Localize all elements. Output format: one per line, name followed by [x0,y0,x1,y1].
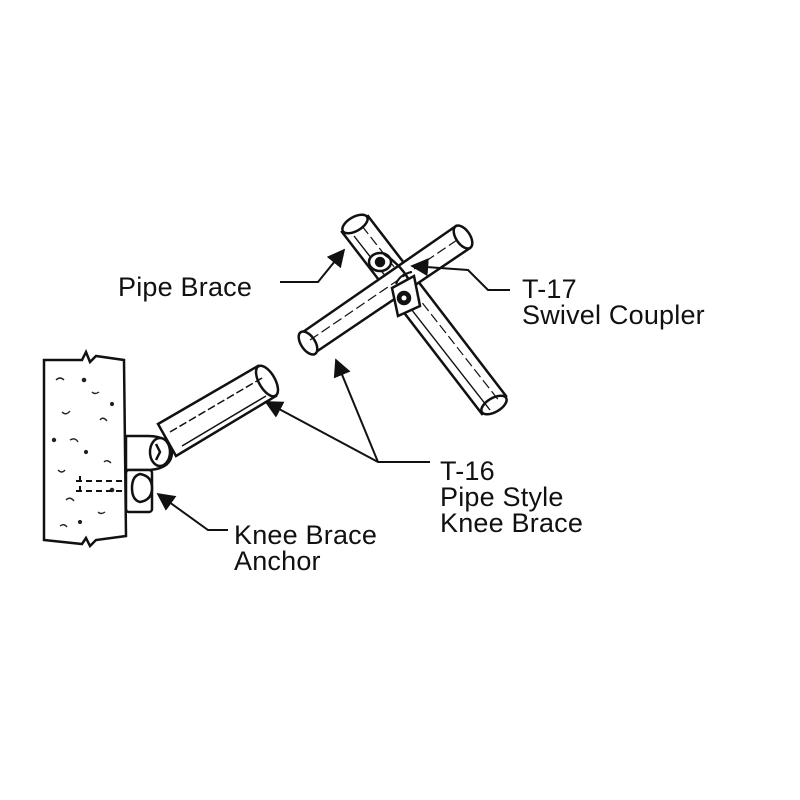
knee-brace-name-line1: Pipe Style [440,482,564,512]
swivel-coupler-label: T-17 Swivel Coupler [522,274,705,330]
swivel-coupler-code: T-17 [522,274,577,304]
t17-arrow [410,258,510,291]
pipe-brace-arrow [280,248,346,283]
callout-arrows [156,248,510,531]
knee-brace-anchor-line1: Knee Brace [234,520,378,550]
knee-brace-anchor-bracket [124,434,174,514]
pipe-brace-label-text: Pipe Brace [118,272,253,302]
t16-arrow-upper [333,358,379,463]
knee-brace-label: T-16 Pipe Style Knee Brace [440,456,584,538]
knee-brace-pipe-upper [297,224,474,356]
swivel-coupler-name: Swivel Coupler [522,300,705,330]
knee-brace-pipe-lower [156,364,280,458]
t16-arrow-lower [264,401,430,463]
anchor-bolt-embedded [76,476,128,496]
anchor-arrow [156,492,228,531]
knee-brace-code: T-16 [440,456,495,486]
knee-brace-name-line2: Knee Brace [440,508,584,538]
concrete-texture [51,377,115,528]
concrete-wall [42,348,128,549]
swivel-coupler [367,251,422,318]
knee-brace-anchor-label: Knee Brace Anchor [234,520,378,576]
knee-brace-anchor-line2: Anchor [234,546,321,576]
pipe-brace-label: Pipe Brace [118,272,253,302]
